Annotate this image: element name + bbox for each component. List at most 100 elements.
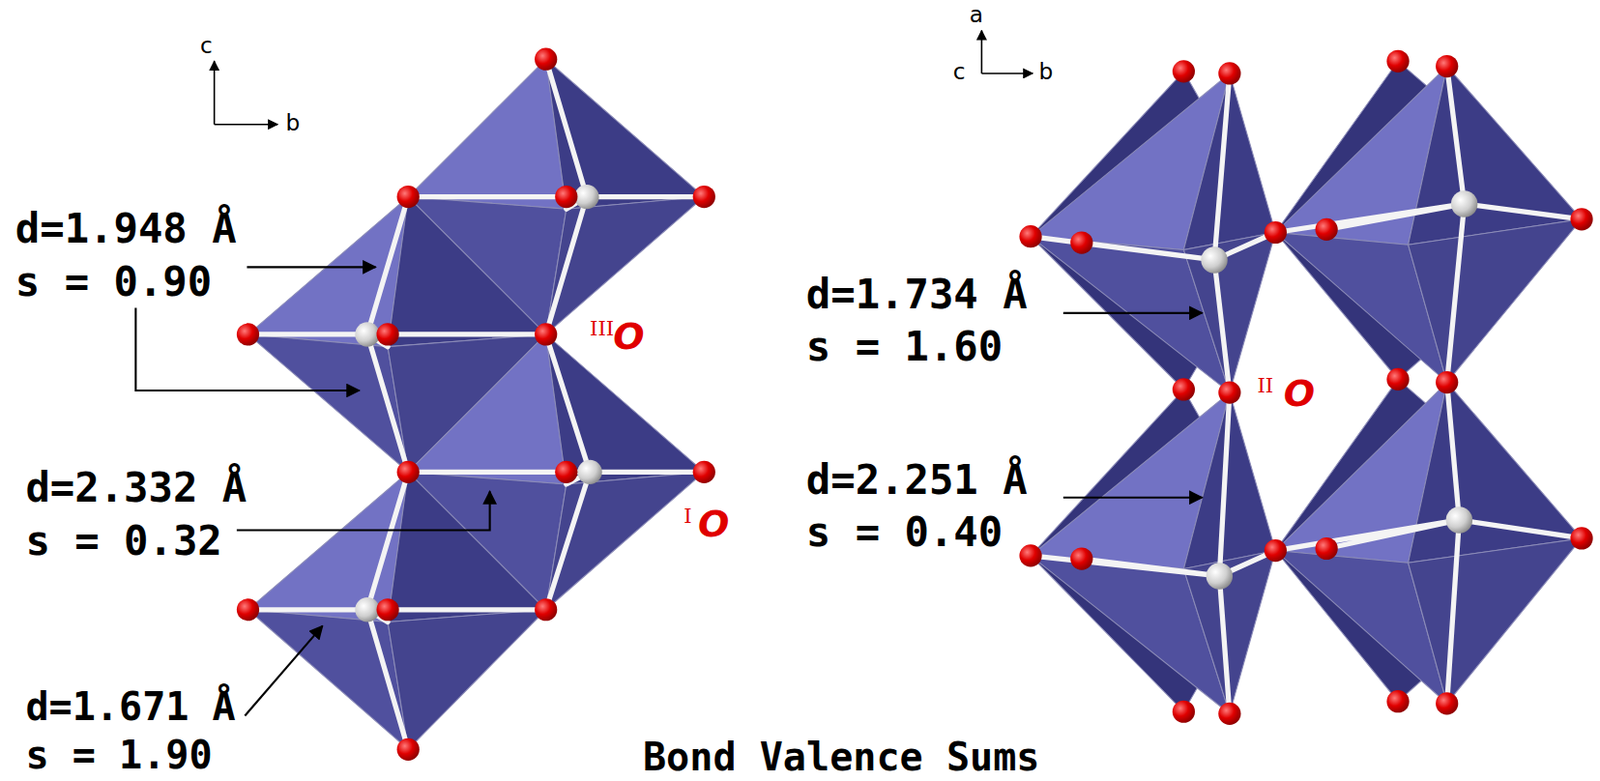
bond: [247, 197, 546, 473]
axis-label: c: [953, 60, 966, 84]
oxygen-atom: [1070, 231, 1093, 254]
octahedron-face: [1408, 538, 1582, 704]
oxygen-atom: [1315, 537, 1339, 560]
oxygen-atoms: [1018, 50, 1593, 726]
axis-label: c: [200, 34, 213, 58]
oxygen-atom: [1172, 378, 1195, 401]
bond: [407, 334, 704, 611]
bond-distance: d=2.332 Å: [25, 466, 247, 508]
site-label: O: [698, 505, 729, 543]
octahedra-layer: [1030, 66, 1582, 715]
leader-line: [1063, 312, 1203, 315]
bond-valence: s = 0.90: [15, 261, 212, 302]
caption: Bond Valence Sums: [642, 738, 1041, 778]
oxygen-atom: [397, 461, 420, 484]
metal-atom: [354, 597, 379, 622]
octahedron-face: [546, 197, 705, 335]
octahedron-face: [387, 471, 547, 622]
bond-distance: d=1.734 Å: [806, 273, 1028, 315]
leader-line: [244, 626, 322, 717]
oxygen-atom: [1435, 371, 1458, 394]
oxygen-atom: [693, 461, 716, 484]
metal-atom: [1206, 562, 1233, 589]
oxygen-atom: [236, 598, 260, 621]
oxygen-atom: [1264, 539, 1287, 562]
bond-valence: s = 0.40: [806, 512, 1003, 553]
octahedra-chain: [247, 58, 704, 750]
bond: [247, 471, 546, 750]
bonds: [247, 58, 704, 750]
oxygen-atom: [1386, 690, 1409, 713]
octahedron-face: [387, 610, 547, 751]
axis-label: b: [286, 112, 301, 135]
oxygen-atom: [1172, 59, 1195, 83]
axis-arrow: [981, 72, 1033, 75]
bond-distance: d=2.251 Å: [806, 459, 1028, 500]
oxygen-atom: [534, 598, 557, 621]
oxygen-atom: [1218, 61, 1241, 85]
oxygen-atom: [1172, 700, 1195, 724]
bond: [1030, 392, 1276, 714]
axis-label: a: [969, 3, 984, 27]
bond-valence: s = 1.90: [25, 736, 212, 776]
axis-arrow: [981, 30, 984, 74]
bond-distance: d=1.948 Å: [15, 207, 237, 249]
leader-lines: [135, 266, 1202, 716]
oxygen-atom: [1018, 225, 1042, 248]
bond-valence: s = 1.60: [806, 326, 1003, 368]
site-superscript: III: [589, 318, 614, 339]
bonds: [1030, 66, 1582, 715]
leader-line: [1063, 496, 1203, 499]
octahedron-face: [247, 334, 408, 472]
octahedron-face: [247, 610, 408, 751]
oxygen-atom: [1315, 218, 1339, 241]
bond: [1275, 382, 1582, 704]
bond: [407, 58, 704, 335]
leader-line: [236, 491, 491, 530]
oxygen-atom: [397, 185, 420, 208]
axis-triad: [981, 30, 1033, 74]
bond: [1030, 73, 1276, 393]
oxygen-atom: [1070, 547, 1093, 570]
octahedron-face: [407, 334, 567, 485]
oxygen-atom: [554, 461, 578, 484]
metal-atoms: [354, 184, 602, 623]
metal-atom: [1200, 246, 1227, 273]
oxygen-atom: [1435, 692, 1458, 715]
axis-arrow: [214, 123, 278, 126]
bond: [1275, 66, 1582, 383]
octahedron-face: [1408, 219, 1582, 383]
oxygen-atom: [376, 598, 399, 621]
oxygen-atom: [1018, 544, 1042, 567]
bond-valence: s = 0.32: [25, 520, 222, 561]
oxygen-atom: [1264, 221, 1287, 244]
metal-atom: [577, 460, 602, 485]
metal-atom: [1451, 190, 1478, 217]
metal-atom: [1446, 506, 1473, 533]
oxygen-atom: [376, 322, 399, 346]
oxygen-atom: [1386, 368, 1409, 391]
metal-atom: [574, 184, 599, 209]
axis-triad: [214, 60, 278, 124]
oxygen-atom: [236, 322, 260, 346]
site-label: O: [1283, 375, 1315, 412]
metal-atoms: [1200, 190, 1478, 589]
bond-distance: d=1.671 Å: [25, 687, 235, 727]
metal-atom: [354, 321, 379, 347]
oxygen-atom: [693, 185, 716, 208]
octahedron-face: [387, 197, 547, 348]
axis-label: b: [1038, 60, 1053, 84]
leader-line: [135, 308, 359, 391]
oxygen-atom: [534, 322, 557, 346]
oxygen-atom: [1386, 50, 1409, 73]
oxygen-atom: [1218, 380, 1241, 404]
axis-arrow: [213, 60, 216, 124]
site-label: O: [612, 318, 644, 355]
oxygen-atom: [534, 48, 557, 71]
oxygen-atom: [554, 185, 578, 208]
site-superscript: I: [683, 505, 692, 526]
oxygen-atom: [1218, 702, 1241, 726]
